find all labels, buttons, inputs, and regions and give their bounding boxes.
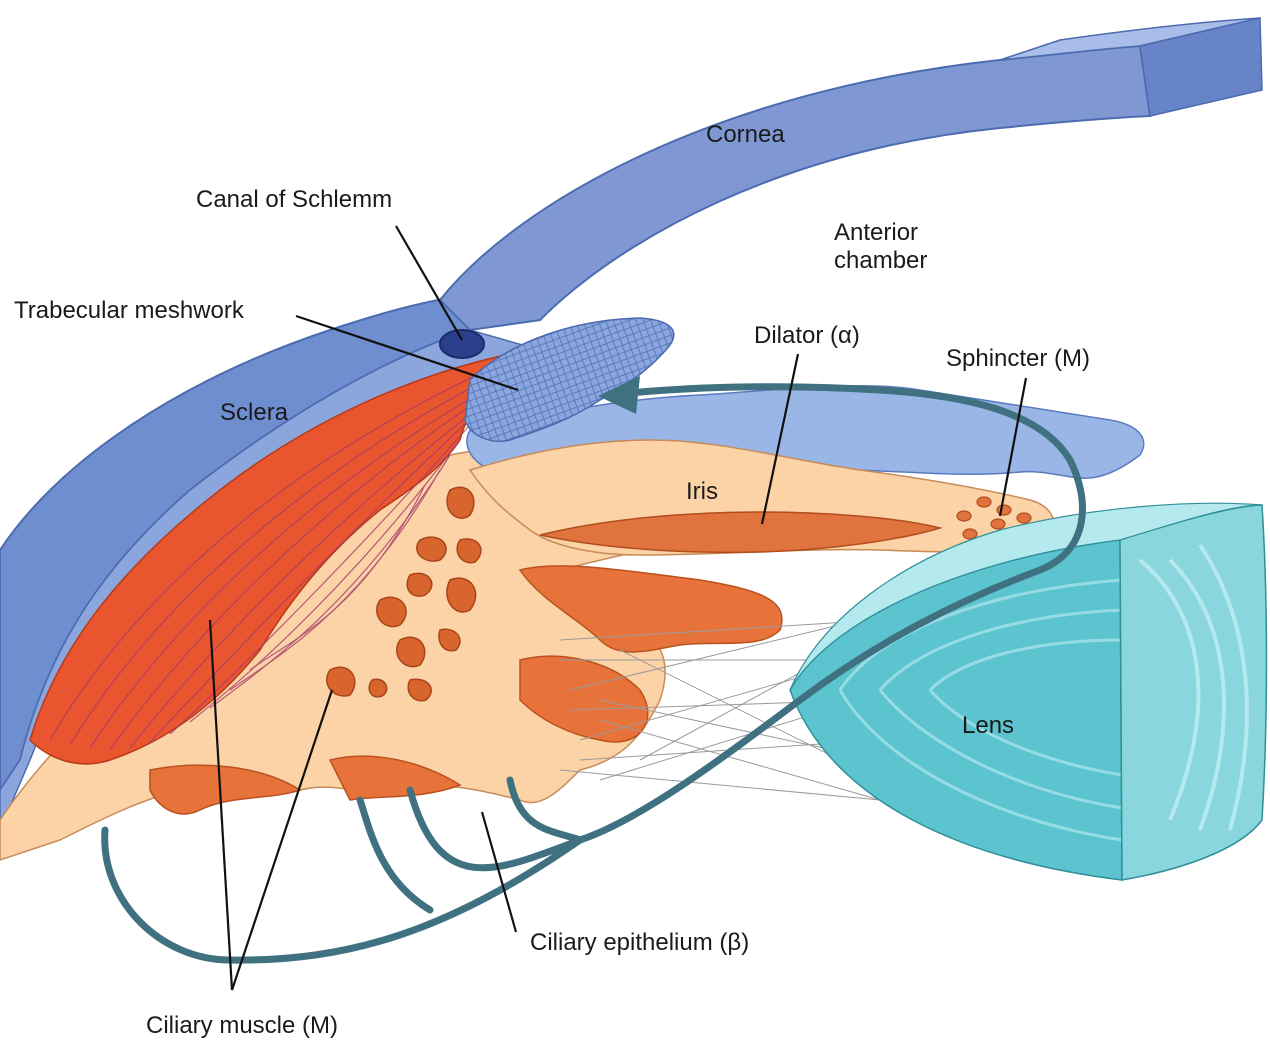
ciliary-process bbox=[328, 755, 462, 801]
cornea-top-face bbox=[999, 17, 1261, 61]
label-sphincter: Sphincter (M) bbox=[946, 345, 1090, 372]
cornea-end-face bbox=[1139, 17, 1263, 117]
lens-top-edge bbox=[789, 502, 1263, 691]
aqueous-flow-arrowhead bbox=[598, 376, 640, 414]
autonomic-nerves bbox=[101, 776, 584, 964]
label-anterior-chamber-line1: Anterior bbox=[834, 219, 918, 246]
ciliary-muscle-fibers bbox=[49, 354, 526, 751]
label-anterior-chamber-line2: chamber bbox=[834, 247, 927, 274]
trabecular-mesh-texture bbox=[465, 318, 674, 442]
label-dilator: Dilator (α) bbox=[754, 322, 860, 349]
cornea bbox=[438, 44, 1152, 332]
aqueous-flow-path bbox=[576, 383, 1086, 844]
label-cornea: Cornea bbox=[706, 121, 785, 148]
lens-outer-rings bbox=[1138, 543, 1249, 831]
label-trabecular-meshwork: Trabecular meshwork bbox=[14, 297, 245, 324]
ciliary-process bbox=[519, 655, 649, 743]
canal-of-schlemm bbox=[439, 329, 485, 359]
ciliary-pigment bbox=[326, 486, 482, 702]
label-sclera: Sclera bbox=[220, 399, 289, 426]
label-canal-of-schlemm: Canal of Schlemm bbox=[196, 186, 392, 213]
lens-rings bbox=[838, 578, 1123, 842]
dilator-muscle bbox=[539, 511, 943, 554]
label-ciliary-epithelium: Ciliary epithelium (β) bbox=[530, 929, 749, 956]
leader-lines bbox=[208, 225, 1028, 991]
label-iris: Iris bbox=[686, 478, 718, 505]
label-lens: Lens bbox=[962, 712, 1014, 739]
label-ciliary-muscle: Ciliary muscle (M) bbox=[146, 1012, 338, 1039]
